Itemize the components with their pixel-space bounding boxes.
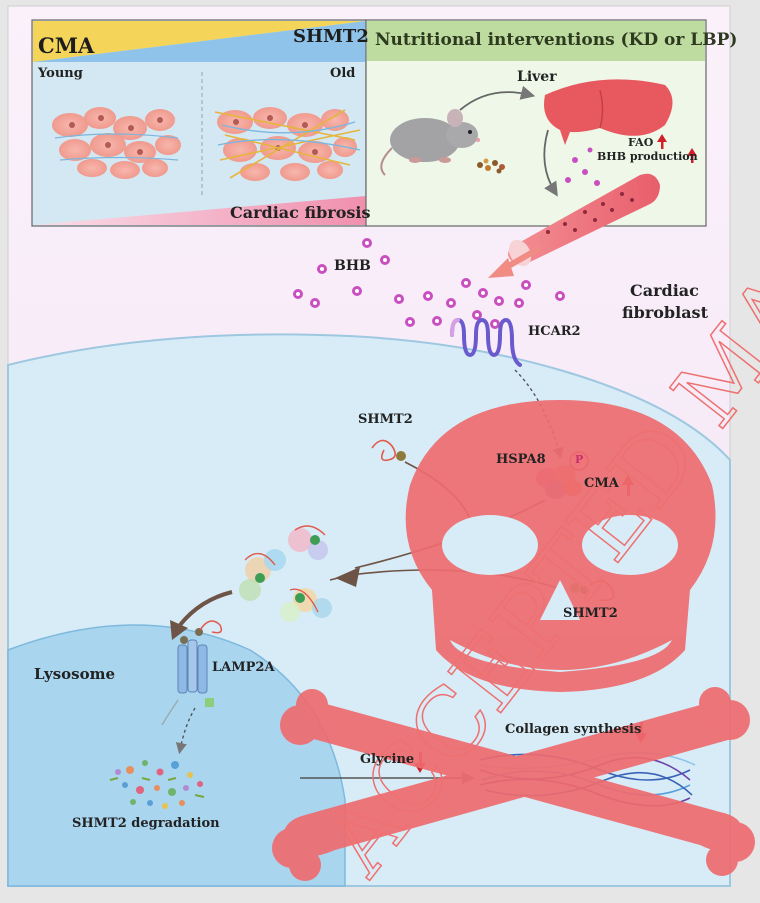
collagen-synthesis-label: Collagen synthesis bbox=[505, 722, 642, 737]
liver-label: Liver bbox=[517, 69, 557, 85]
cardiac-fibrosis-label: Cardiac fibrosis bbox=[230, 203, 371, 222]
cardiac-label: Cardiac bbox=[630, 281, 699, 300]
lamp2a-label: LAMP2A bbox=[212, 660, 275, 675]
food-pellets bbox=[477, 158, 505, 174]
lamp2a-channel bbox=[161, 620, 223, 726]
cluster-arrowhead bbox=[335, 567, 360, 587]
nutrition-header: Nutritional interventions (KD or LBP) bbox=[375, 30, 738, 50]
shmt2-degradation-fragments bbox=[109, 760, 205, 809]
shmt2-protein-top bbox=[371, 439, 406, 462]
aging-panel bbox=[31, 19, 367, 227]
lysosome-compartment bbox=[7, 624, 346, 887]
shmt2-top-label: SHMT2 bbox=[358, 412, 413, 427]
fao-label: FAO bbox=[628, 136, 654, 149]
mouse-illustration bbox=[380, 109, 480, 176]
skull-crossbones-watermark bbox=[272, 400, 755, 881]
bhb-label: BHB bbox=[334, 258, 371, 274]
protein-cluster bbox=[239, 525, 332, 622]
phospho-label: P bbox=[575, 453, 584, 466]
cluster-to-lamp2a-arrow bbox=[178, 590, 233, 627]
old-label: Old bbox=[330, 66, 356, 81]
young-cardiac-cells bbox=[52, 107, 181, 179]
glycine-label: Glycine bbox=[360, 752, 415, 767]
mouse-to-liver-arrow bbox=[459, 85, 536, 111]
blood-to-cell-arrowhead bbox=[488, 258, 514, 278]
shmt2-degradation-label: SHMT2 degradation bbox=[72, 816, 220, 831]
skull-features bbox=[442, 515, 678, 672]
lysosome-label: Lysosome bbox=[34, 665, 116, 683]
young-label: Young bbox=[38, 66, 83, 81]
extracellular-bhb-dots bbox=[293, 238, 565, 329]
shmt2-gradient-wedge bbox=[33, 21, 366, 62]
old-fibrotic-cells bbox=[214, 107, 361, 181]
fibroblast-label: fibroblast bbox=[622, 303, 708, 322]
blood-to-cell-arrow bbox=[503, 245, 542, 271]
shmt2-gradient-label: SHMT2 bbox=[293, 26, 369, 47]
shmt2-right-label: SHMT2 bbox=[563, 606, 618, 621]
bhb-production-label: BHB production bbox=[597, 150, 698, 163]
bhb-production-up-arrow bbox=[687, 148, 697, 163]
cma-label: CMA bbox=[584, 476, 619, 491]
hspa8-label: HSPA8 bbox=[496, 452, 546, 467]
liver-to-blood-arrow bbox=[543, 129, 558, 197]
hcar2-label: HCAR2 bbox=[528, 324, 581, 339]
fao-up-arrow bbox=[657, 134, 667, 149]
liver-illustration bbox=[544, 79, 673, 145]
nutrition-header-bar bbox=[367, 21, 705, 61]
fibrosis-gradient-wedge bbox=[33, 196, 366, 225]
cma-gradient-label: CMA bbox=[38, 33, 95, 58]
lamp2a-to-degradation-arrow bbox=[175, 707, 196, 755]
liver-bhb-dots bbox=[565, 147, 600, 186]
hcar2-receptor bbox=[450, 317, 522, 367]
